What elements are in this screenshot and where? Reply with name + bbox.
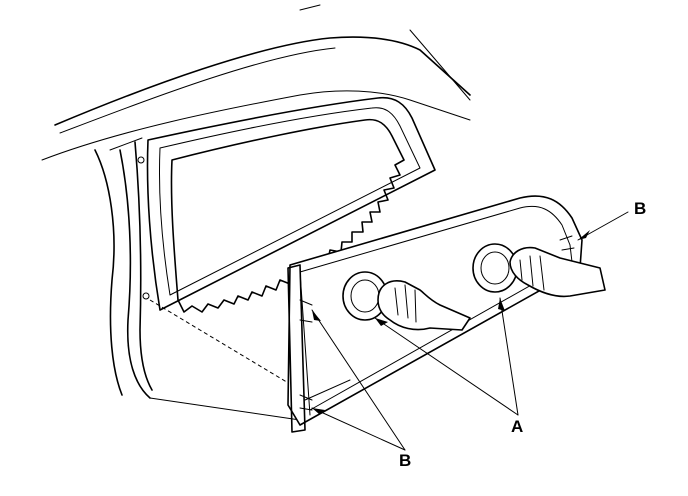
- car-body-icon: [94, 137, 301, 421]
- leader-lines: [311, 211, 629, 451]
- quarter-window-opening-icon: [146, 96, 436, 313]
- callout-label-b-top: B: [634, 199, 647, 218]
- gloved-hand-icon: [377, 246, 606, 331]
- callout-label-a: A: [511, 417, 524, 436]
- callout-label-b-bottom: B: [399, 451, 412, 470]
- clip-markers: [299, 235, 575, 411]
- roof-outline: [41, 4, 471, 161]
